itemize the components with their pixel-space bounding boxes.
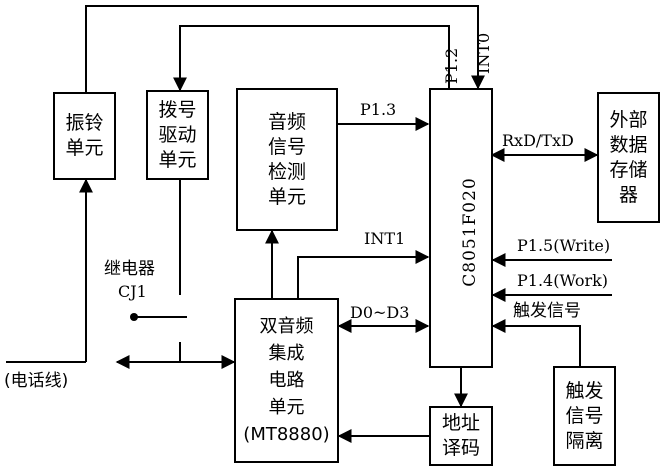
address-decode-block: 地址 译码 xyxy=(429,406,493,466)
trigger-line xyxy=(491,319,581,366)
ringing-unit-block: 振铃 单元 xyxy=(53,92,116,180)
trigger-isolation-label: 触发 信号 隔离 xyxy=(565,379,604,452)
p15-label: P1.5(Write) xyxy=(517,236,611,255)
int1-line xyxy=(297,250,430,298)
trigger-isolation-block: 触发 信号 隔离 xyxy=(553,366,616,466)
mcu-block xyxy=(429,88,493,368)
address-decode-label: 地址 译码 xyxy=(441,412,480,459)
trigger-signal-label: 触发信号 xyxy=(513,301,581,321)
ringing-unit-label: 振铃 单元 xyxy=(65,112,104,159)
int0-line xyxy=(85,5,485,92)
int0-label: INT0 xyxy=(474,32,493,74)
cj1-label: CJ1 xyxy=(118,282,147,301)
external-storage-label: 外部 数据 存储 器 xyxy=(609,108,648,206)
relay-contact-dot xyxy=(130,313,138,321)
phone-line-label: (电话线) xyxy=(4,371,69,391)
dialing-driver-label: 拨号 驱动 单元 xyxy=(158,98,197,171)
external-storage-block: 外部 数据 存储 器 xyxy=(597,92,660,223)
audio-detect-label: 音频 信号 检测 单元 xyxy=(267,110,306,208)
d0d3-label: D0~D3 xyxy=(350,303,410,322)
dtmf-ic-block: 双音频 集成 电路 单元 (MT8880) xyxy=(234,298,339,463)
rxtx-label: RxD/TxD xyxy=(502,131,574,150)
p12-line xyxy=(173,25,450,92)
relay-label: 继电器 xyxy=(104,259,155,279)
p12-label: P1.2 xyxy=(442,47,461,84)
dialing-driver-block: 拨号 驱动 单元 xyxy=(146,90,209,180)
dtmf-ic-label: 双音频 集成 电路 单元 (MT8880) xyxy=(243,316,330,445)
mcu-label: C8051F020 xyxy=(460,177,480,287)
p13-label: P1.3 xyxy=(360,100,397,119)
p14-label: P1.4(Work) xyxy=(517,271,609,290)
audio-detect-block: 音频 信号 检测 单元 xyxy=(236,88,338,231)
int1-label: INT1 xyxy=(364,229,406,248)
